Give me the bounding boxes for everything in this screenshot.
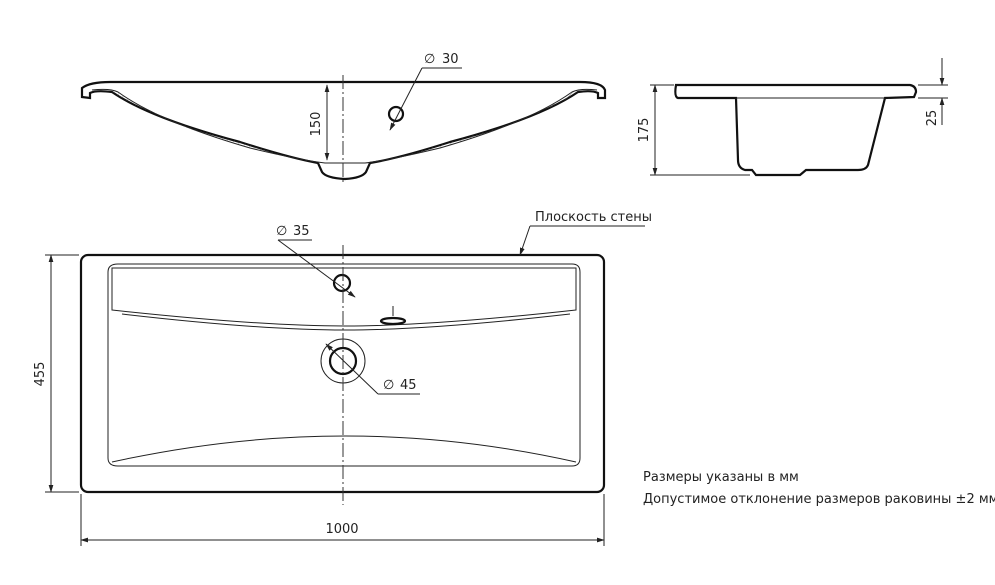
dim-faucet-hole-symbol: ∅ <box>276 224 287 239</box>
top-plan-view: Плоскость стены ∅ 35 ∅ 45 455 1000 <box>33 210 652 546</box>
note-tolerance: Допустимое отклонение размеров раковины … <box>643 492 995 507</box>
dim-drain-top-symbol: ∅ <box>383 378 394 393</box>
dim-rim-thickness: 25 <box>925 110 940 127</box>
dim-height-total: 175 <box>637 118 652 143</box>
dim-bowl-depth: 150 <box>309 112 324 137</box>
dim-drain-front-diameter: 30 <box>442 52 459 67</box>
notes: Размеры указаны в мм Допустимое отклонен… <box>643 470 995 507</box>
overflow-slot <box>379 316 407 326</box>
dim-depth: 455 <box>33 362 48 387</box>
faucet-hole <box>332 273 352 293</box>
sink-back-shelf <box>111 267 577 327</box>
sink-front-shelf <box>111 435 577 463</box>
dim-drain-top-diameter: 45 <box>400 378 417 393</box>
side-view: 175 25 <box>637 58 948 177</box>
overflow-hole <box>387 105 405 123</box>
note-units: Размеры указаны в мм <box>643 470 799 485</box>
dim-faucet-hole-diameter: 35 <box>293 224 310 239</box>
sink-inner-bowl <box>107 263 581 467</box>
front-section-inner-bowl <box>91 88 598 164</box>
front-section-view: 150 ∅ 30 <box>80 52 607 185</box>
dim-width: 1000 <box>325 522 358 537</box>
wall-plane-label: Плоскость стены <box>535 210 652 225</box>
dim-drain-front-diameter-symbol: ∅ <box>424 52 435 67</box>
front-section-hatching <box>112 92 578 163</box>
side-view-outline <box>674 83 918 177</box>
